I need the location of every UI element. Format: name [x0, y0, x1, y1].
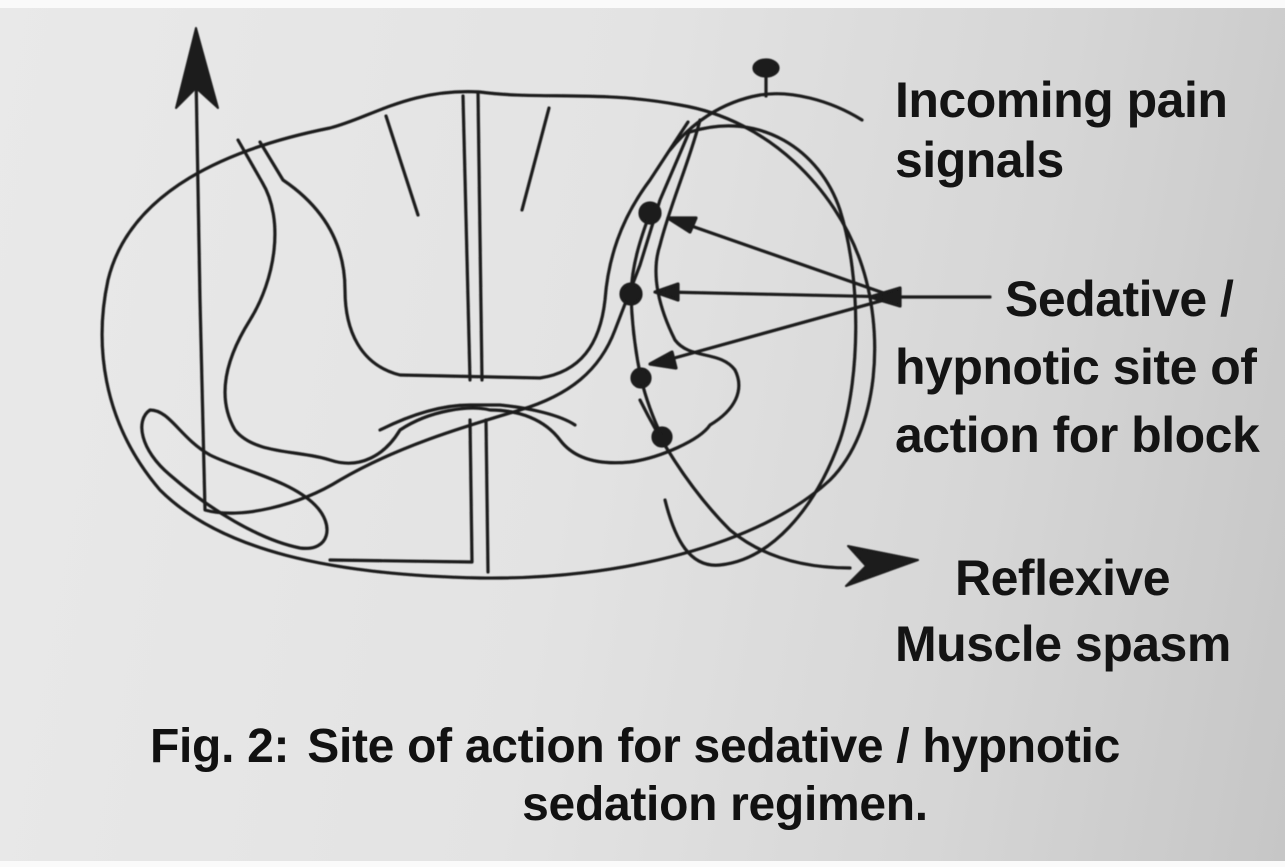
reflexive-line-1: Reflexive [895, 545, 1231, 611]
dorsal-median-line-2 [478, 92, 482, 380]
sedative-pointer-2 [665, 292, 895, 297]
incoming-line-2: signals [895, 130, 1227, 190]
figure-number: Fig. 2: [150, 720, 289, 773]
incoming-pain-label: Incoming pain signals [895, 70, 1227, 190]
sedative-site-label: Sedative / hypnotic site of action for b… [895, 265, 1259, 469]
figure-caption: Fig. 2: Site of action for sedative / hyp… [150, 718, 1260, 834]
caption-text-1: Site of action for sedative / hypnotic [307, 720, 1120, 773]
dorsal-sulcus-left [386, 116, 418, 215]
ventral-fissure-right [486, 420, 488, 572]
sedative-pointer-3 [660, 297, 895, 362]
reflexive-spasm-label: Reflexive Muscle spasm [895, 545, 1231, 677]
sedative-pointer-1 [680, 222, 895, 297]
dorsal-root-ganglion [754, 60, 778, 76]
pointer-arrowhead-1 [668, 218, 696, 232]
sedative-line-3: action for block [895, 401, 1259, 469]
reflexive-line-2: Muscle spasm [895, 611, 1231, 677]
caption-line-1: Fig. 2: Site of action for sedative / hyp… [150, 718, 1260, 776]
block-region-circle [665, 126, 856, 565]
dorsal-median-line-1 [463, 96, 470, 380]
sedative-line-2: hypnotic site of [895, 333, 1259, 401]
pointer-arrowhead-3 [650, 352, 676, 368]
dorsal-sulcus-right [522, 108, 549, 210]
caption-line-2: sedation regimen. [150, 776, 1260, 834]
incoming-line-1: Incoming pain [895, 70, 1227, 130]
grey-matter-inner [260, 122, 688, 378]
sedative-line-1: Sedative / [895, 265, 1259, 333]
ventral-fissure-left [330, 420, 472, 562]
incoming-pain-fiber [670, 94, 862, 150]
bottom-border [0, 861, 1285, 867]
